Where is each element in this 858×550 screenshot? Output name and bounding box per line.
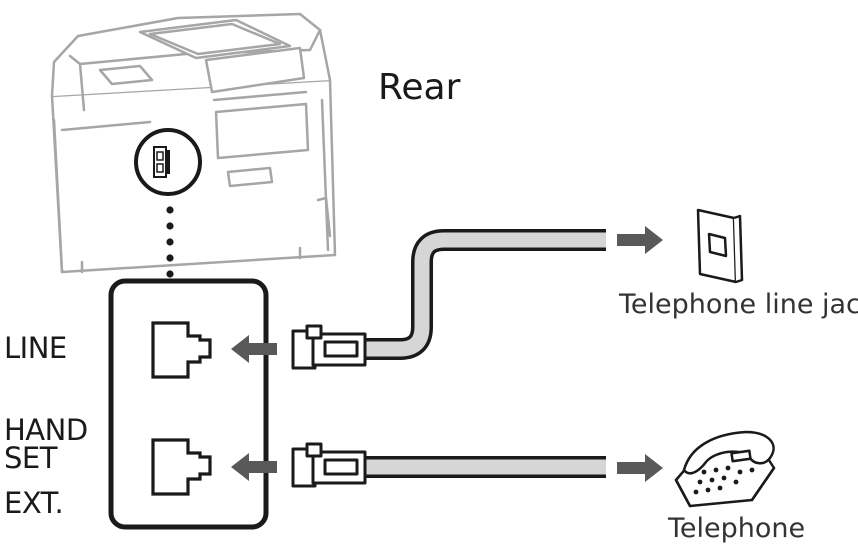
telephone-icon [674, 430, 776, 508]
ext-port-label: EXT. [4, 486, 64, 520]
telephone-label: Telephone [668, 513, 806, 544]
arrow-left-icon [231, 335, 277, 363]
leader-dots [166, 206, 174, 278]
line-cable [360, 229, 606, 360]
telephone-line-jack-label: Telephone line jack [619, 289, 858, 320]
line-port-icon [151, 321, 212, 379]
arrow-right-icon [617, 454, 663, 482]
rear-label: Rear [378, 67, 461, 108]
handset-plug-icon [291, 442, 367, 488]
wall-jack-icon [696, 208, 744, 284]
port-zoom-circle [134, 128, 202, 196]
handset-port-label-line1: HAND [4, 413, 88, 447]
line-plug-icon [291, 324, 367, 370]
handset-port-label-line2: SET [4, 441, 57, 475]
handset-port-icon [151, 438, 212, 496]
line-port-label: LINE [4, 331, 67, 365]
arrow-left-icon [231, 453, 277, 481]
printer-icon [50, 12, 337, 274]
port-panel [108, 278, 269, 530]
arrow-right-icon [617, 226, 663, 254]
